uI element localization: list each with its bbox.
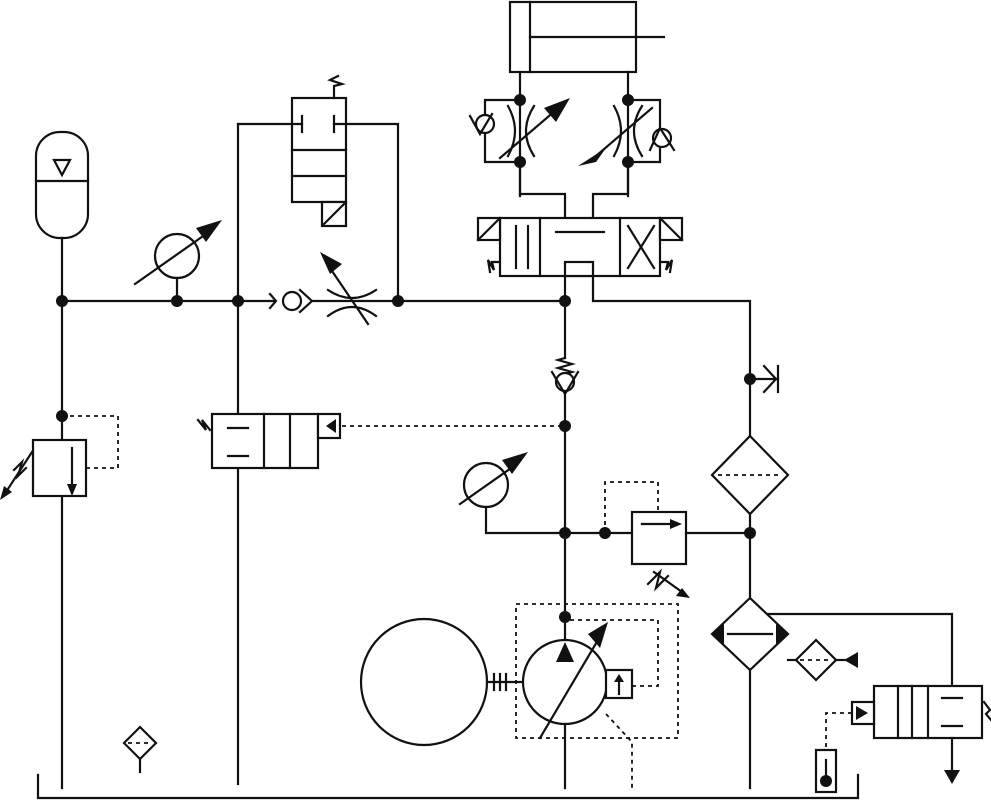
breather-filter bbox=[122, 725, 158, 774]
tank-line bbox=[36, 773, 860, 800]
pilot-line-238 bbox=[232, 122, 244, 786]
check-valve-line bbox=[268, 288, 314, 314]
pressure-gauge-upper bbox=[133, 220, 222, 307]
accumulator bbox=[34, 130, 90, 303]
check-valve-throttle-right bbox=[578, 98, 676, 166]
cooler bbox=[710, 596, 954, 790]
filter-small bbox=[786, 638, 858, 682]
solenoid-valve-2-3 bbox=[236, 74, 404, 307]
adjustable-throttle bbox=[320, 252, 378, 326]
pressure-relief-valve-right bbox=[563, 481, 752, 598]
filter-return bbox=[710, 383, 790, 600]
variable-pump bbox=[515, 603, 679, 790]
directional-control-valve-4-3 bbox=[476, 216, 752, 374]
electric-motor bbox=[359, 617, 526, 747]
pressure-relief-valve-left bbox=[0, 415, 119, 500]
central-line bbox=[559, 299, 571, 642]
thermometer bbox=[814, 748, 838, 794]
check-valve-spring bbox=[550, 356, 580, 397]
left-supply-line bbox=[56, 295, 68, 790]
pilot-valve-2-2 bbox=[196, 412, 565, 470]
solenoid-valve-right bbox=[825, 684, 991, 784]
quick-coupling bbox=[744, 364, 780, 394]
check-valve-throttle-left bbox=[468, 98, 570, 164]
dcv-port-lines bbox=[518, 160, 630, 220]
pressure-gauge-lower bbox=[458, 452, 567, 535]
